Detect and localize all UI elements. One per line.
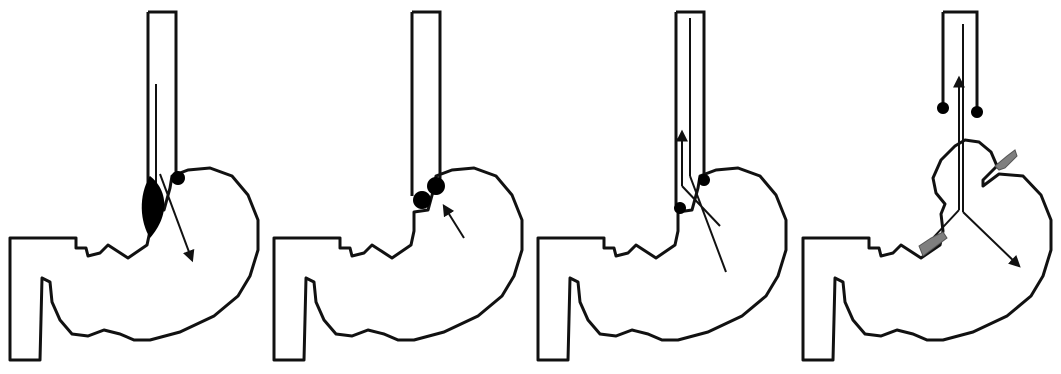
panel-4-left-dot bbox=[937, 102, 949, 114]
panel-4-right-dot bbox=[971, 106, 983, 118]
panel-2-esophagus bbox=[412, 12, 440, 196]
panel-2-small-arrow bbox=[444, 206, 464, 238]
panel-3-upper-dot bbox=[698, 174, 710, 186]
panel-3-flow-arrow-tail bbox=[690, 176, 726, 272]
panel-4-upper-gray-mark bbox=[995, 150, 1017, 170]
panel-2-left-dot bbox=[413, 191, 431, 209]
panel-3-duodenum-outline bbox=[538, 168, 786, 360]
panel-4 bbox=[803, 12, 1051, 360]
panel-1 bbox=[10, 12, 258, 360]
panel-1-esophagus bbox=[148, 12, 176, 190]
panel-2-right-dot bbox=[427, 177, 445, 195]
panel-1-duodenum-outline bbox=[10, 168, 258, 360]
panel-3 bbox=[538, 12, 786, 360]
panel-1-sphincter-dot bbox=[171, 171, 185, 185]
panel-2 bbox=[274, 12, 522, 360]
panel-4-flow-arrow-tail bbox=[963, 212, 1019, 266]
panel-1-black-mass bbox=[142, 176, 165, 238]
panel-3-lower-dot bbox=[674, 202, 686, 214]
panel-2-duodenum-outline bbox=[274, 168, 522, 360]
panel-4-lower-gray-mark bbox=[919, 232, 947, 256]
panel-1-flow-arrow bbox=[160, 174, 192, 260]
